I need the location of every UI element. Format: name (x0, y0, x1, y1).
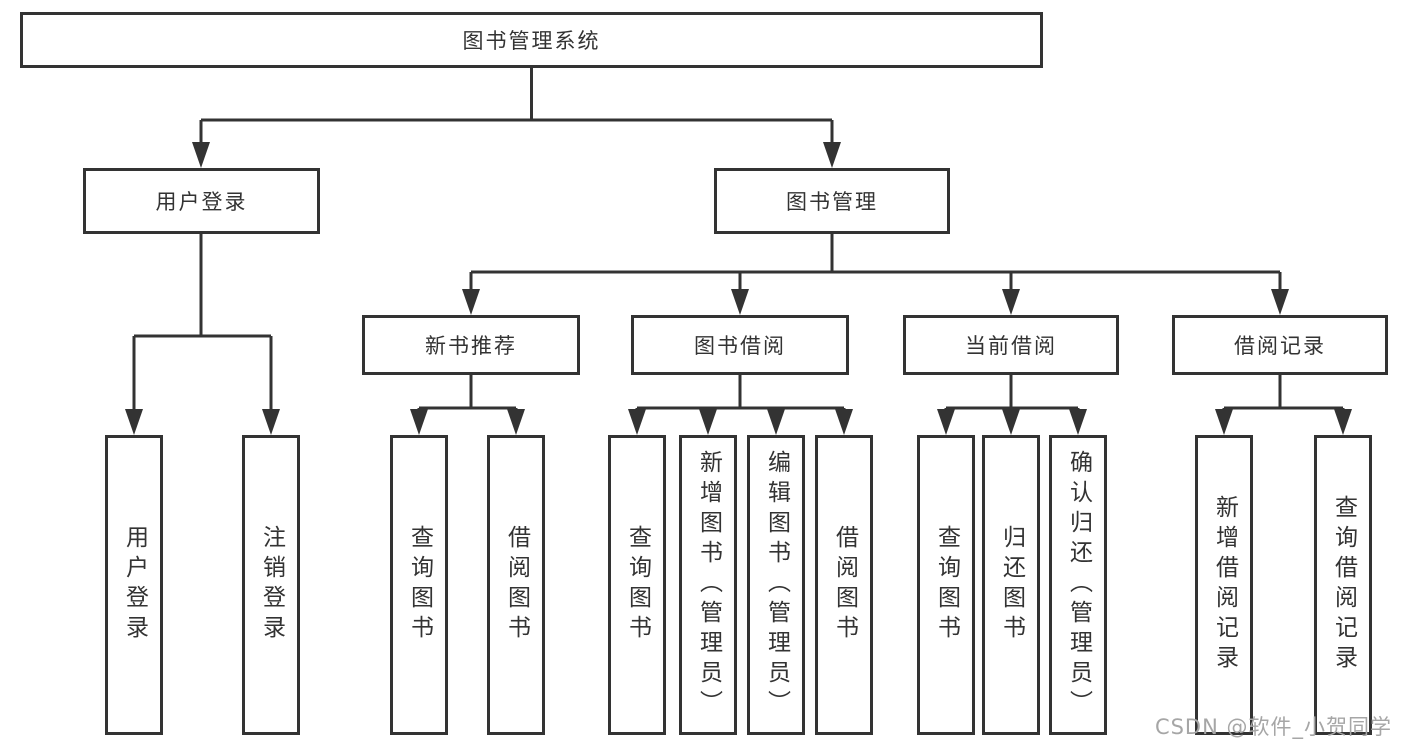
node-book-management: 图书管理 (714, 168, 950, 234)
leaf-records-add-record: 新增借阅记录 (1195, 435, 1253, 735)
leaf-borrowing-borrow-books-label: 借阅图书 (831, 525, 858, 645)
leaf-current-query-books-label: 查询图书 (933, 525, 960, 645)
leaf-records-query-record-label: 查询借阅记录 (1330, 495, 1357, 675)
leaf-borrowing-add-books-admin: 新增图书（管理员） (679, 435, 737, 735)
node-new-book-recommend: 新书推荐 (362, 315, 580, 375)
leaf-recommend-borrow-books-label: 借阅图书 (503, 525, 530, 645)
node-borrow-records-label: 借阅记录 (1234, 334, 1326, 358)
leaf-borrowing-query-books-label: 查询图书 (624, 525, 651, 645)
leaf-recommend-borrow-books: 借阅图书 (487, 435, 545, 735)
leaf-user-login-label: 用户登录 (121, 525, 148, 645)
leaf-current-confirm-return-admin-label: 确认归还（管理员） (1065, 450, 1092, 720)
leaf-borrowing-add-books-admin-label: 新增图书（管理员） (695, 450, 722, 720)
node-current-borrowing: 当前借阅 (903, 315, 1119, 375)
node-borrow-records: 借阅记录 (1172, 315, 1388, 375)
leaf-logout: 注销登录 (242, 435, 300, 735)
leaf-borrowing-query-books: 查询图书 (608, 435, 666, 735)
node-current-borrowing-label: 当前借阅 (965, 334, 1057, 358)
leaf-current-query-books: 查询图书 (917, 435, 975, 735)
leaf-borrowing-edit-books-admin-label: 编辑图书（管理员） (763, 450, 790, 720)
node-book-management-label: 图书管理 (786, 190, 878, 214)
leaf-recommend-query-books-label: 查询图书 (406, 525, 433, 645)
leaf-records-query-record: 查询借阅记录 (1314, 435, 1372, 735)
node-user-login: 用户登录 (83, 168, 320, 234)
node-new-book-recommend-label: 新书推荐 (425, 334, 517, 358)
node-system-root: 图书管理系统 (20, 12, 1043, 68)
leaf-recommend-query-books: 查询图书 (390, 435, 448, 735)
leaf-borrowing-borrow-books: 借阅图书 (815, 435, 873, 735)
leaf-user-login: 用户登录 (105, 435, 163, 735)
leaf-current-return-books-label: 归还图书 (998, 525, 1025, 645)
leaf-current-return-books: 归还图书 (982, 435, 1040, 735)
leaf-records-add-record-label: 新增借阅记录 (1211, 495, 1238, 675)
leaf-current-confirm-return-admin: 确认归还（管理员） (1049, 435, 1107, 735)
node-book-borrowing: 图书借阅 (631, 315, 849, 375)
node-user-login-label: 用户登录 (155, 190, 248, 214)
node-system-root-label: 图书管理系统 (462, 29, 601, 53)
leaf-logout-label: 注销登录 (258, 525, 285, 645)
watermark: CSDN @软件_小贺同学 (1154, 715, 1392, 739)
node-book-borrowing-label: 图书借阅 (694, 334, 786, 358)
leaf-borrowing-edit-books-admin: 编辑图书（管理员） (747, 435, 805, 735)
